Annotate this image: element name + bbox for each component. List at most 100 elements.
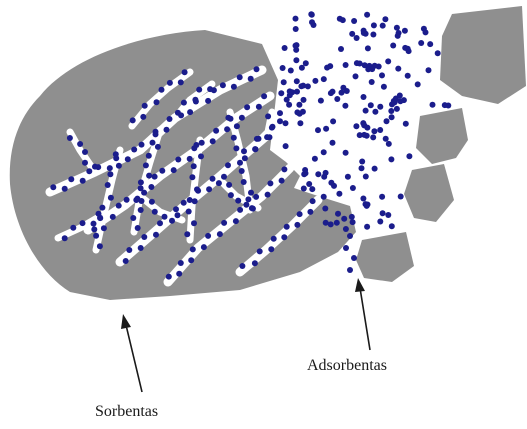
adsorbate-molecule [143,162,149,168]
adsorbate-molecule [101,225,107,231]
adsorbate-molecule [187,156,193,162]
adsorbate-molecule [205,98,211,104]
adsorbate-molecule [381,84,387,90]
adsorbate-molecule [398,194,404,200]
adsorbate-molecule [235,198,241,204]
adsorbate-molecule [371,22,377,28]
adsorbate-molecule [334,220,340,226]
adsorbate-molecule [328,180,334,186]
adsorbate-molecule [340,85,346,91]
sorbent-arrow-line [126,325,142,392]
adsorbate-molecule [267,180,273,186]
adsorbate-molecule [107,171,113,177]
adsorbate-molecule [283,120,289,126]
adsorbate-molecule [191,163,197,169]
adsorbate-molecule [312,156,318,162]
adsorbate-molecule [138,179,144,185]
adsorbate-molecule [97,243,103,249]
adsorbate-molecule [336,191,342,197]
adsorbate-molecule [341,216,347,222]
adsorbate-molecule [372,109,378,115]
adsorbate-molecule [265,113,271,119]
adsorbate-molecule [351,18,357,24]
adsorbate-molecule [343,226,349,232]
adsorbate-molecule [286,102,292,108]
adsorbate-molecule [359,165,365,171]
adsorbate-molecule [365,66,371,72]
adsorbate-molecule [363,108,369,114]
adsorbate-molecule [293,43,299,49]
adsorbate-molecule [194,186,200,192]
adsorbate-molecule [261,93,267,99]
adsorbate-molecule [146,173,152,179]
adsorbate-molecule [256,104,262,110]
adsorbate-molecule [280,65,286,71]
adsorbate-molecule [371,128,377,134]
adsorbate-molecule [62,186,68,192]
adsorbate-molecule [221,174,227,180]
adsorbate-molecule [254,66,260,72]
adsorbate-molecule [318,98,324,104]
adsorbate-molecule [302,167,308,173]
adsorbate-molecule [323,126,329,132]
adsorbate-molecule [178,79,184,85]
adsorbate-molecule [322,206,328,212]
adsorbate-molecule [138,207,144,213]
adsorbate-molecule [383,136,389,142]
adsorbate-molecule [264,134,270,140]
adsorbate-molecule [96,211,102,217]
adsorbate-molecule [178,112,184,118]
adsorbate-molecule [353,73,359,79]
adsorbate-molecule [133,197,139,203]
adsorbate-molecule [361,94,367,100]
adsorbate-molecule [294,89,300,95]
adsorbate-molecule [301,97,307,103]
adsorbate-molecule [91,221,97,227]
adsorbate-molecule [141,234,147,240]
adsorbate-molecule [359,159,365,165]
adsorbate-molecule [389,114,395,120]
adsorbate-molecule [140,114,146,120]
sorbent-label: Sorbentas [95,403,158,421]
adsorbate-molecule [297,211,303,217]
adsorbate-molecule [369,79,375,85]
adsorbate-molecule [254,136,260,142]
adsorbate-molecule [80,220,86,226]
adsorbate-molecule [248,76,254,82]
adsorbate-arrow-head [355,278,365,292]
adsorbate-molecule [321,76,327,82]
adsorbate-molecule [245,196,251,202]
adsorbate-molecule [315,171,321,177]
adsorbate-molecule [271,236,277,242]
adsorbate-molecule [384,118,390,124]
adsorbate-molecule [80,178,86,184]
adsorbate-molecule [107,165,113,171]
adsorbate-molecule [377,127,383,133]
sorbent-grain-top-right [440,6,526,104]
adsorbate-molecule [353,123,359,129]
adsorbate-molecule [169,218,175,224]
adsorbate-molecule [343,62,349,68]
adsorbate-molecule [321,149,327,155]
adsorbate-molecule [442,102,448,108]
adsorbate-molecule [216,180,222,186]
adsorbate-molecule [347,233,353,239]
adsorbate-arrow-line [360,288,370,350]
adsorbate-molecule [364,12,370,18]
adsorbate-molecule [99,205,105,211]
adsorbate-molecule [361,132,367,138]
sorbent-grain-small-right [404,164,454,222]
adsorbate-molecule [123,258,129,264]
adsorbate-molecule [233,218,239,224]
adsorbate-molecule [181,200,187,206]
adsorbate-molecule [196,87,202,93]
adsorbate-molecule [82,160,88,166]
adsorbate-molecule [382,16,388,22]
adsorbate-molecule [146,153,152,159]
adsorbate-molecule [176,271,182,277]
adsorbate-molecule [389,223,395,229]
adsorbate-label: Adsorbentas [307,357,387,375]
adsorbate-molecule [207,86,213,92]
adsorbate-molecule [281,234,287,240]
